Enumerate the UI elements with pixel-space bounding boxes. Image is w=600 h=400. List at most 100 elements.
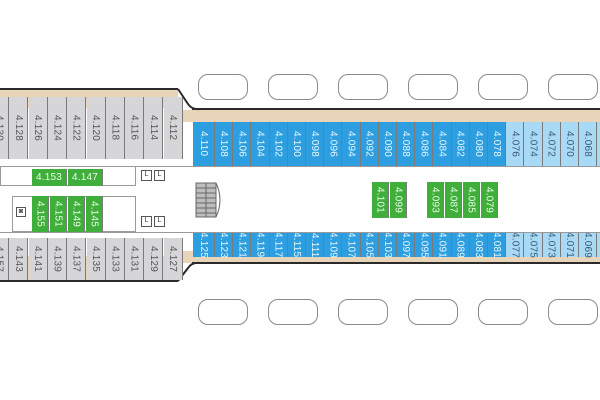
lift-icon[interactable]: L — [141, 216, 152, 227]
cabin-4-137[interactable]: 4.137 — [67, 238, 87, 280]
cabin-4-112[interactable]: 4.112 — [163, 97, 183, 159]
lift-icon[interactable]: L — [154, 216, 165, 227]
cabin-4-087[interactable]: 4.087 — [445, 182, 462, 218]
cabin-4-100[interactable]: 4.100 — [287, 122, 306, 166]
cabin-4-092[interactable]: 4.092 — [360, 122, 379, 166]
lifeboat-icon — [338, 74, 388, 100]
cabin-4-098[interactable]: 4.098 — [306, 122, 325, 166]
cabin-4-093[interactable]: 4.093 — [427, 182, 444, 218]
cabin-4-107[interactable]: 4.107 — [342, 232, 361, 258]
cabin-4-082[interactable]: 4.082 — [451, 122, 470, 166]
cabin-number: 4.137 — [70, 245, 82, 273]
cabin-number: 4.085 — [465, 186, 477, 214]
cabin-number: 4.139 — [51, 245, 63, 273]
cabin-4-126[interactable]: 4.126 — [28, 97, 48, 159]
cabin-4-096[interactable]: 4.096 — [324, 122, 343, 166]
cabin-4-105[interactable]: 4.105 — [360, 232, 379, 258]
cabin-4-102[interactable]: 4.102 — [269, 122, 288, 166]
cabin-4-066[interactable]: 4.066 — [597, 122, 600, 166]
cabin-4-141[interactable]: 4.141 — [28, 238, 48, 280]
cabin-number: 4.074 — [527, 130, 539, 158]
cabin-4-075[interactable]: 4.075 — [524, 231, 543, 259]
cabin-4-101[interactable]: 4.101 — [372, 182, 389, 218]
cabin-4-131[interactable]: 4.131 — [125, 238, 145, 280]
cabin-4-118[interactable]: 4.118 — [105, 97, 125, 159]
cabin-4-108[interactable]: 4.108 — [215, 122, 234, 166]
cabin-number: 4.079 — [483, 186, 495, 214]
cabin-4-115[interactable]: 4.115 — [287, 232, 306, 258]
cabin-4-128[interactable]: 4.128 — [9, 97, 29, 159]
cabin-4-143[interactable]: 4.143 — [9, 238, 29, 280]
lifeboat-icon — [408, 74, 458, 100]
cabin-4-080[interactable]: 4.080 — [469, 122, 488, 166]
cabin-4-117[interactable]: 4.117 — [269, 232, 288, 258]
cabin-4-070[interactable]: 4.070 — [560, 122, 579, 166]
cabin-4-106[interactable]: 4.106 — [233, 122, 252, 166]
cabin-4-130[interactable]: 4.130 — [0, 97, 9, 159]
cabin-4-147[interactable]: 4.147 — [68, 169, 103, 186]
cabin-number: 4.071 — [563, 231, 575, 259]
cabin-number: 4.078 — [491, 130, 503, 158]
cabin-number: 4.135 — [90, 245, 101, 273]
cabin-number: 4.121 — [236, 231, 248, 259]
staircase-icon — [195, 182, 221, 218]
cabin-number: 4.077 — [509, 231, 521, 259]
cabin-4-090[interactable]: 4.090 — [378, 122, 397, 166]
cabin-4-104[interactable]: 4.104 — [251, 122, 270, 166]
cabin-4-067[interactable]: 4.067 — [597, 233, 600, 257]
cabin-4-123[interactable]: 4.123 — [215, 232, 234, 258]
lift-icon[interactable]: L — [141, 170, 152, 181]
cabin-4-071[interactable]: 4.071 — [560, 231, 579, 259]
cabin-4-076[interactable]: 4.076 — [506, 122, 525, 166]
cabin-4-078[interactable]: 4.078 — [488, 122, 507, 166]
cabin-4-125[interactable]: 4.125 — [193, 232, 215, 258]
cabin-4-122[interactable]: 4.122 — [67, 97, 87, 159]
cabin-4-097[interactable]: 4.097 — [397, 232, 416, 258]
cabin-4-116[interactable]: 4.116 — [125, 97, 145, 159]
cabin-4-149[interactable]: 4.149 — [68, 196, 85, 232]
cabin-4-127[interactable]: 4.127 — [163, 238, 183, 280]
cabin-4-121[interactable]: 4.121 — [233, 231, 252, 259]
cabin-4-089[interactable]: 4.089 — [451, 232, 470, 258]
cabin-4-077[interactable]: 4.077 — [506, 231, 525, 259]
cabin-4-094[interactable]: 4.094 — [342, 122, 361, 166]
cabin-4-069[interactable]: 4.069 — [579, 232, 598, 258]
cabin-4-153[interactable]: 4.153 — [32, 169, 67, 186]
cabin-number: 4.090 — [381, 130, 393, 158]
cabin-4-073[interactable]: 4.073 — [542, 231, 561, 259]
cabin-4-155[interactable]: 4.155 — [32, 196, 49, 232]
cabin-4-151[interactable]: 4.151 — [50, 196, 67, 232]
cabin-4-091[interactable]: 4.091 — [433, 232, 452, 258]
cabin-number: 4.073 — [545, 231, 557, 259]
cabin-4-139[interactable]: 4.139 — [47, 238, 67, 280]
cabin-4-074[interactable]: 4.074 — [524, 122, 543, 166]
cabin-number: 4.104 — [254, 130, 266, 158]
cabin-4-084[interactable]: 4.084 — [433, 122, 452, 166]
cabin-4-088[interactable]: 4.088 — [397, 122, 416, 166]
cabin-number: 4.141 — [32, 245, 44, 273]
cabin-4-068[interactable]: 4.068 — [579, 122, 598, 166]
lift-icon[interactable]: L — [154, 170, 165, 181]
cabin-4-135[interactable]: 4.135 — [86, 238, 106, 280]
cabin-4-079[interactable]: 4.079 — [481, 182, 498, 218]
cabin-4-109[interactable]: 4.109 — [324, 232, 343, 258]
cabin-4-072[interactable]: 4.072 — [542, 122, 561, 166]
cabin-4-103[interactable]: 4.103 — [378, 232, 397, 258]
cabin-4-083[interactable]: 4.083 — [469, 232, 488, 258]
cabin-4-095[interactable]: 4.095 — [415, 232, 434, 258]
cabin-4-129[interactable]: 4.129 — [144, 238, 164, 280]
cabin-4-124[interactable]: 4.124 — [47, 97, 67, 159]
cabin-4-133[interactable]: 4.133 — [105, 238, 125, 280]
cabin-4-145[interactable]: 4.145 — [86, 196, 103, 232]
cabin-4-114[interactable]: 4.114 — [144, 97, 164, 159]
cabin-4-120[interactable]: 4.120 — [86, 97, 106, 159]
cabin-4-099[interactable]: 4.099 — [390, 182, 407, 218]
cabin-number: 4.075 — [527, 231, 539, 259]
cabin-4-086[interactable]: 4.086 — [415, 122, 434, 166]
cabin-4-119[interactable]: 4.119 — [251, 232, 270, 258]
cabin-4-081[interactable]: 4.081 — [488, 232, 507, 258]
cabin-4-157[interactable]: 4.157 — [0, 238, 9, 280]
cabin-4-111[interactable]: 4.111 — [306, 233, 325, 257]
cabin-4-085[interactable]: 4.085 — [463, 182, 480, 218]
cabin-4-110[interactable]: 4.110 — [193, 122, 215, 166]
